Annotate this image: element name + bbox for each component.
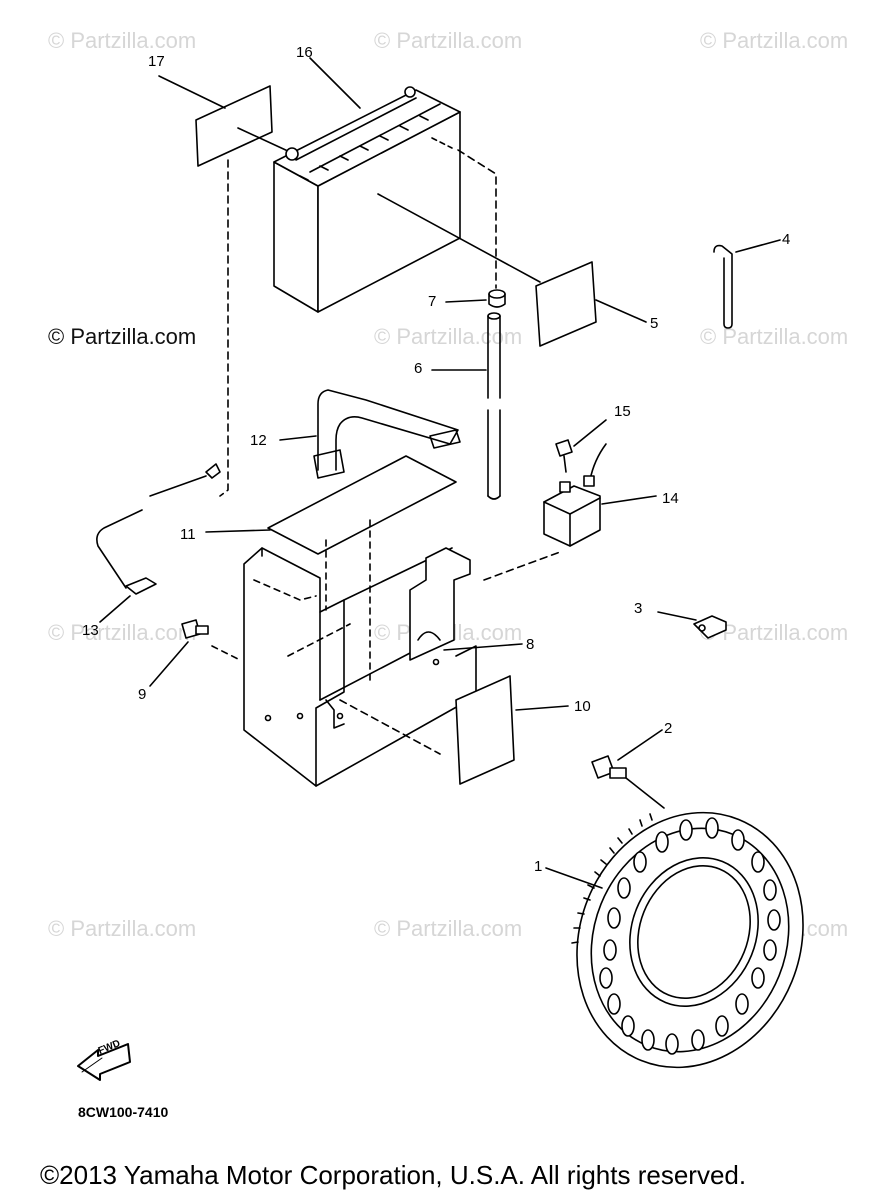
- callout-4: 4: [782, 231, 791, 248]
- part-10-pad: [339, 675, 569, 785]
- callout-9: 9: [138, 686, 147, 703]
- callout-5: 5: [650, 315, 659, 332]
- watermark-mid-right: © Partzilla.com: [700, 324, 849, 349]
- callout-14: 14: [662, 490, 679, 507]
- callout-1: 1: [534, 858, 543, 875]
- part-5-pad: [535, 261, 647, 347]
- callout-12: 12: [250, 432, 267, 449]
- part-6-hose: [431, 149, 501, 500]
- callout-3: 3: [634, 600, 643, 617]
- part-14-relay: [543, 475, 657, 547]
- watermark-top-right: © Partzilla.com: [700, 28, 849, 53]
- watermark-mid-center: © Partzilla.com: [374, 324, 523, 349]
- callout-15: 15: [614, 403, 631, 420]
- callout-8: 8: [526, 636, 535, 653]
- part-3-clip: [657, 611, 727, 639]
- part-2-bolt: [591, 729, 665, 809]
- part-1-ring-gear: [545, 811, 804, 1069]
- watermark-row4-left: © Partzilla.com: [48, 916, 197, 941]
- callout-6: 6: [414, 360, 423, 377]
- part-7-cap: [445, 289, 506, 308]
- watermark-top-left: © Partzilla.com: [48, 28, 197, 53]
- part-11-sheet: [205, 455, 457, 555]
- callout-7: 7: [428, 293, 437, 310]
- fwd-arrow-icon: [77, 1043, 131, 1081]
- part-15-screw: [555, 419, 607, 481]
- watermark-top-center: © Partzilla.com: [374, 28, 523, 53]
- part-9-bolt: [149, 619, 241, 687]
- callout-17: 17: [148, 53, 165, 70]
- callout-16: 16: [296, 44, 313, 61]
- part-4-hook: [713, 239, 781, 329]
- watermark-row4-center: © Partzilla.com: [374, 916, 523, 941]
- part-16-battery: [273, 57, 541, 313]
- diagram-code: 8CW100-7410: [78, 1104, 169, 1120]
- part-17-label-sticker: [158, 75, 291, 167]
- part-8-battery-case: [243, 519, 561, 787]
- callout-11: 11: [180, 526, 196, 543]
- watermark-row3-left: © Partzilla.com: [48, 620, 197, 645]
- part-13-wire-lead: [96, 159, 229, 623]
- part-12-strap: [279, 389, 461, 479]
- callout-2: 2: [664, 720, 673, 737]
- callout-10: 10: [574, 698, 591, 715]
- copyright-text: ©2013 Yamaha Motor Corporation, U.S.A. A…: [40, 1160, 747, 1190]
- callout-13: 13: [82, 622, 99, 639]
- watermark-mid-left: © Partzilla.com: [48, 324, 197, 349]
